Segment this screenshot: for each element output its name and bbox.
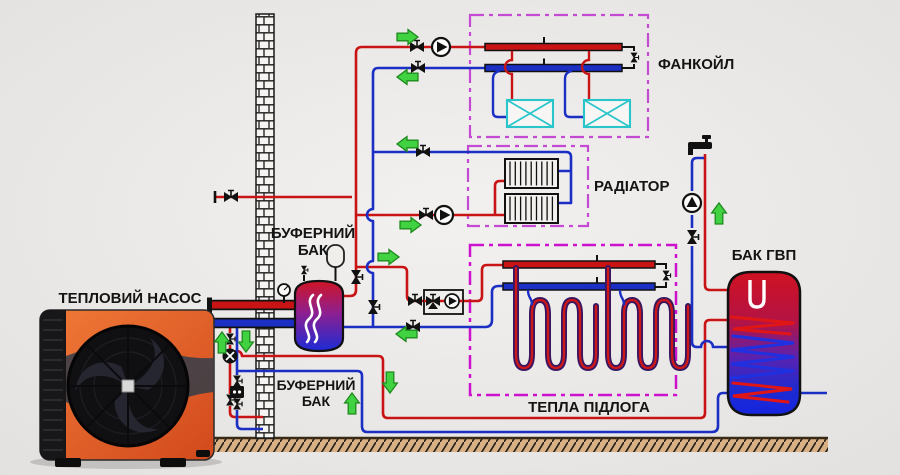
radiator-return-pipe: [373, 150, 573, 205]
underfloor-label: ТЕПЛА ПІДЛОГА: [528, 399, 650, 416]
mixing-unit: [423, 289, 464, 315]
underfloor-zone: [502, 255, 688, 368]
radiator-icon: [504, 193, 559, 224]
supply-riser-pipe: [341, 45, 485, 298]
faucet-icon: [688, 135, 712, 155]
return-riser-pipe: [365, 66, 485, 327]
fancoil-return-drops: [491, 69, 584, 119]
filter-icon: [230, 386, 244, 398]
ground: [196, 436, 828, 452]
underfloor-zone-box: [468, 243, 678, 397]
heat-pump-unit: [30, 309, 222, 469]
radiator-zone-box: [466, 144, 590, 228]
manifold-bypass-pipe: [622, 46, 635, 69]
dhw-tank: [726, 270, 802, 417]
buffer-tank-lower-label-line2: БАК: [302, 393, 331, 409]
expansion-vessel-icon: [326, 244, 345, 268]
pump-icon: [430, 36, 452, 58]
pump-icon: [433, 204, 455, 226]
sensor-pocket: [748, 280, 766, 309]
pipe-end-cap: [207, 297, 212, 313]
fancoil-label: ФАНКОЙЛ: [658, 55, 734, 73]
heat-pump-main-pipes: [207, 191, 299, 331]
fancoil-supply-drops: [503, 51, 591, 100]
dhw-circulation-pipe: [690, 156, 729, 349]
floor-coil-return-hooks: [526, 289, 626, 306]
return-pipes: [235, 66, 827, 434]
dhw-heating-supply-pipe: [230, 318, 731, 420]
dhw-tank-label: БАК ГВП: [732, 247, 796, 264]
fancoil-zone-box: [468, 13, 650, 139]
buffer-tank-label-line1: БУФЕРНИЙ: [271, 224, 355, 242]
buffer-tank-label-line2: БАК: [298, 242, 329, 259]
radiator-icon: [504, 158, 559, 189]
brick-wall: [255, 13, 275, 439]
pump-icon: [681, 192, 703, 214]
floor-supply-manifold: [502, 260, 656, 269]
foot: [196, 450, 210, 457]
foot: [55, 458, 81, 467]
fancoil-zone: [484, 37, 640, 129]
floor-return-pipe: [341, 284, 503, 329]
pump-icon: [444, 293, 460, 309]
fan-icon: [66, 324, 190, 448]
dhw-heating-return-pipe: [237, 369, 729, 434]
fancoil-supply-manifold: [484, 42, 623, 52]
foot: [160, 458, 186, 467]
radiator-label: РАДІАТОР: [594, 178, 669, 195]
buffer-tank: [277, 244, 345, 353]
dhw-coil: [729, 315, 795, 404]
buffer-tank-lower-label-line1: БУФЕРНИЙ: [277, 376, 356, 393]
floor-return-manifold: [502, 282, 656, 291]
fancoil-unit: [505, 98, 555, 129]
fancoil-unit: [582, 98, 632, 129]
hot-water-tap-pipe: [703, 154, 747, 292]
heat-pump-supply-drop-pipe: [228, 328, 263, 419]
heat-pump-label: ТЕПЛОВИЙ НАСОС: [59, 289, 202, 307]
manifold-bypass-pipe: [655, 263, 667, 288]
